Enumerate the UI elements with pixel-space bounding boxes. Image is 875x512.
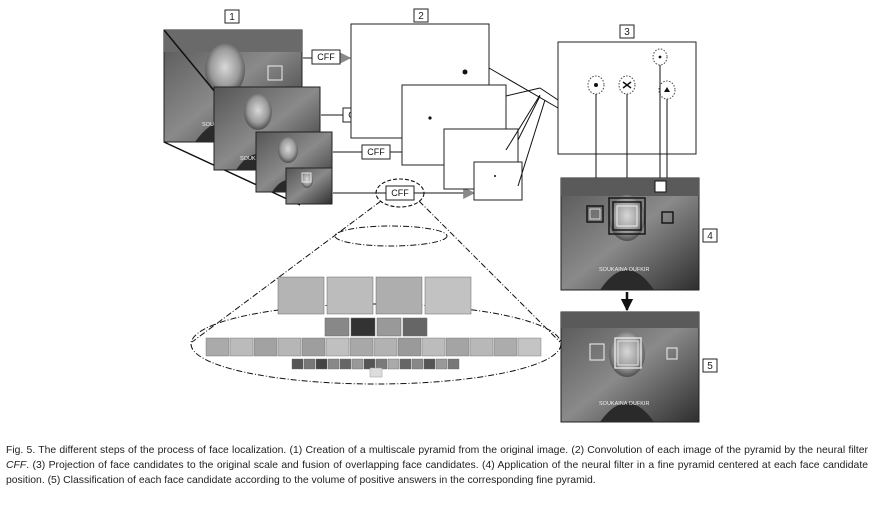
cff-layer-1-maps	[277, 276, 472, 315]
step-5-classification: SOUKAINA OUFKIR 5	[560, 311, 718, 423]
image-overlay-step-4: SOUKAINA OUFKIR	[599, 267, 649, 273]
cff-box-3-label: CFF	[367, 147, 385, 157]
cff-box-3	[361, 144, 391, 160]
image-overlay-short: SOU	[202, 122, 214, 128]
caption-filter-name: CFF	[6, 460, 27, 471]
step-1-label-box	[224, 9, 240, 24]
cff-box-4-label: CFF	[391, 188, 409, 198]
pyramid-image-level-4	[285, 167, 333, 205]
step-3-label-box	[619, 24, 635, 39]
step-5-label-box	[702, 358, 718, 373]
step-2-label-box	[413, 8, 429, 23]
figure-caption: Fig. 5. The different steps of the proce…	[6, 443, 868, 488]
cff-layer-4-maps	[291, 358, 460, 370]
step-2-response-maps: 2	[350, 8, 559, 201]
caption-part-2: . (3) Projection of face candidates to t…	[6, 460, 868, 486]
step-1-image-pyramid: 1 SOU SOUKAINA OUFKIR	[163, 9, 333, 206]
pyramid-image-level-1: SOU	[163, 29, 303, 143]
figure-diagram: 1 SOU SOUKAINA OUFKIR	[163, 8, 718, 423]
step-1-label: 1	[229, 12, 235, 23]
caption-part-1: Fig. 5. The different steps of the proce…	[6, 445, 868, 456]
cff-box-1-label: CFF	[317, 52, 335, 62]
step-4-label-box	[702, 228, 718, 243]
step-2-label: 2	[418, 11, 424, 22]
cff-box-4	[385, 185, 415, 201]
step-5-label: 5	[707, 361, 713, 372]
step-3-label: 3	[624, 27, 630, 38]
cff-layer-2-maps	[324, 317, 428, 337]
step-4-fine-pyramid: SOUKAINA OUFKIR 4	[560, 177, 718, 312]
image-overlay-step-5: SOUKAINA OUFKIR	[599, 401, 649, 407]
cff-network-detail	[190, 200, 562, 385]
step-4-label: 4	[707, 231, 713, 242]
cff-layer-3-maps	[205, 337, 542, 357]
cff-highlight-ellipse	[375, 178, 425, 208]
cff-box-1	[311, 49, 341, 65]
cff-output-map	[369, 367, 383, 378]
